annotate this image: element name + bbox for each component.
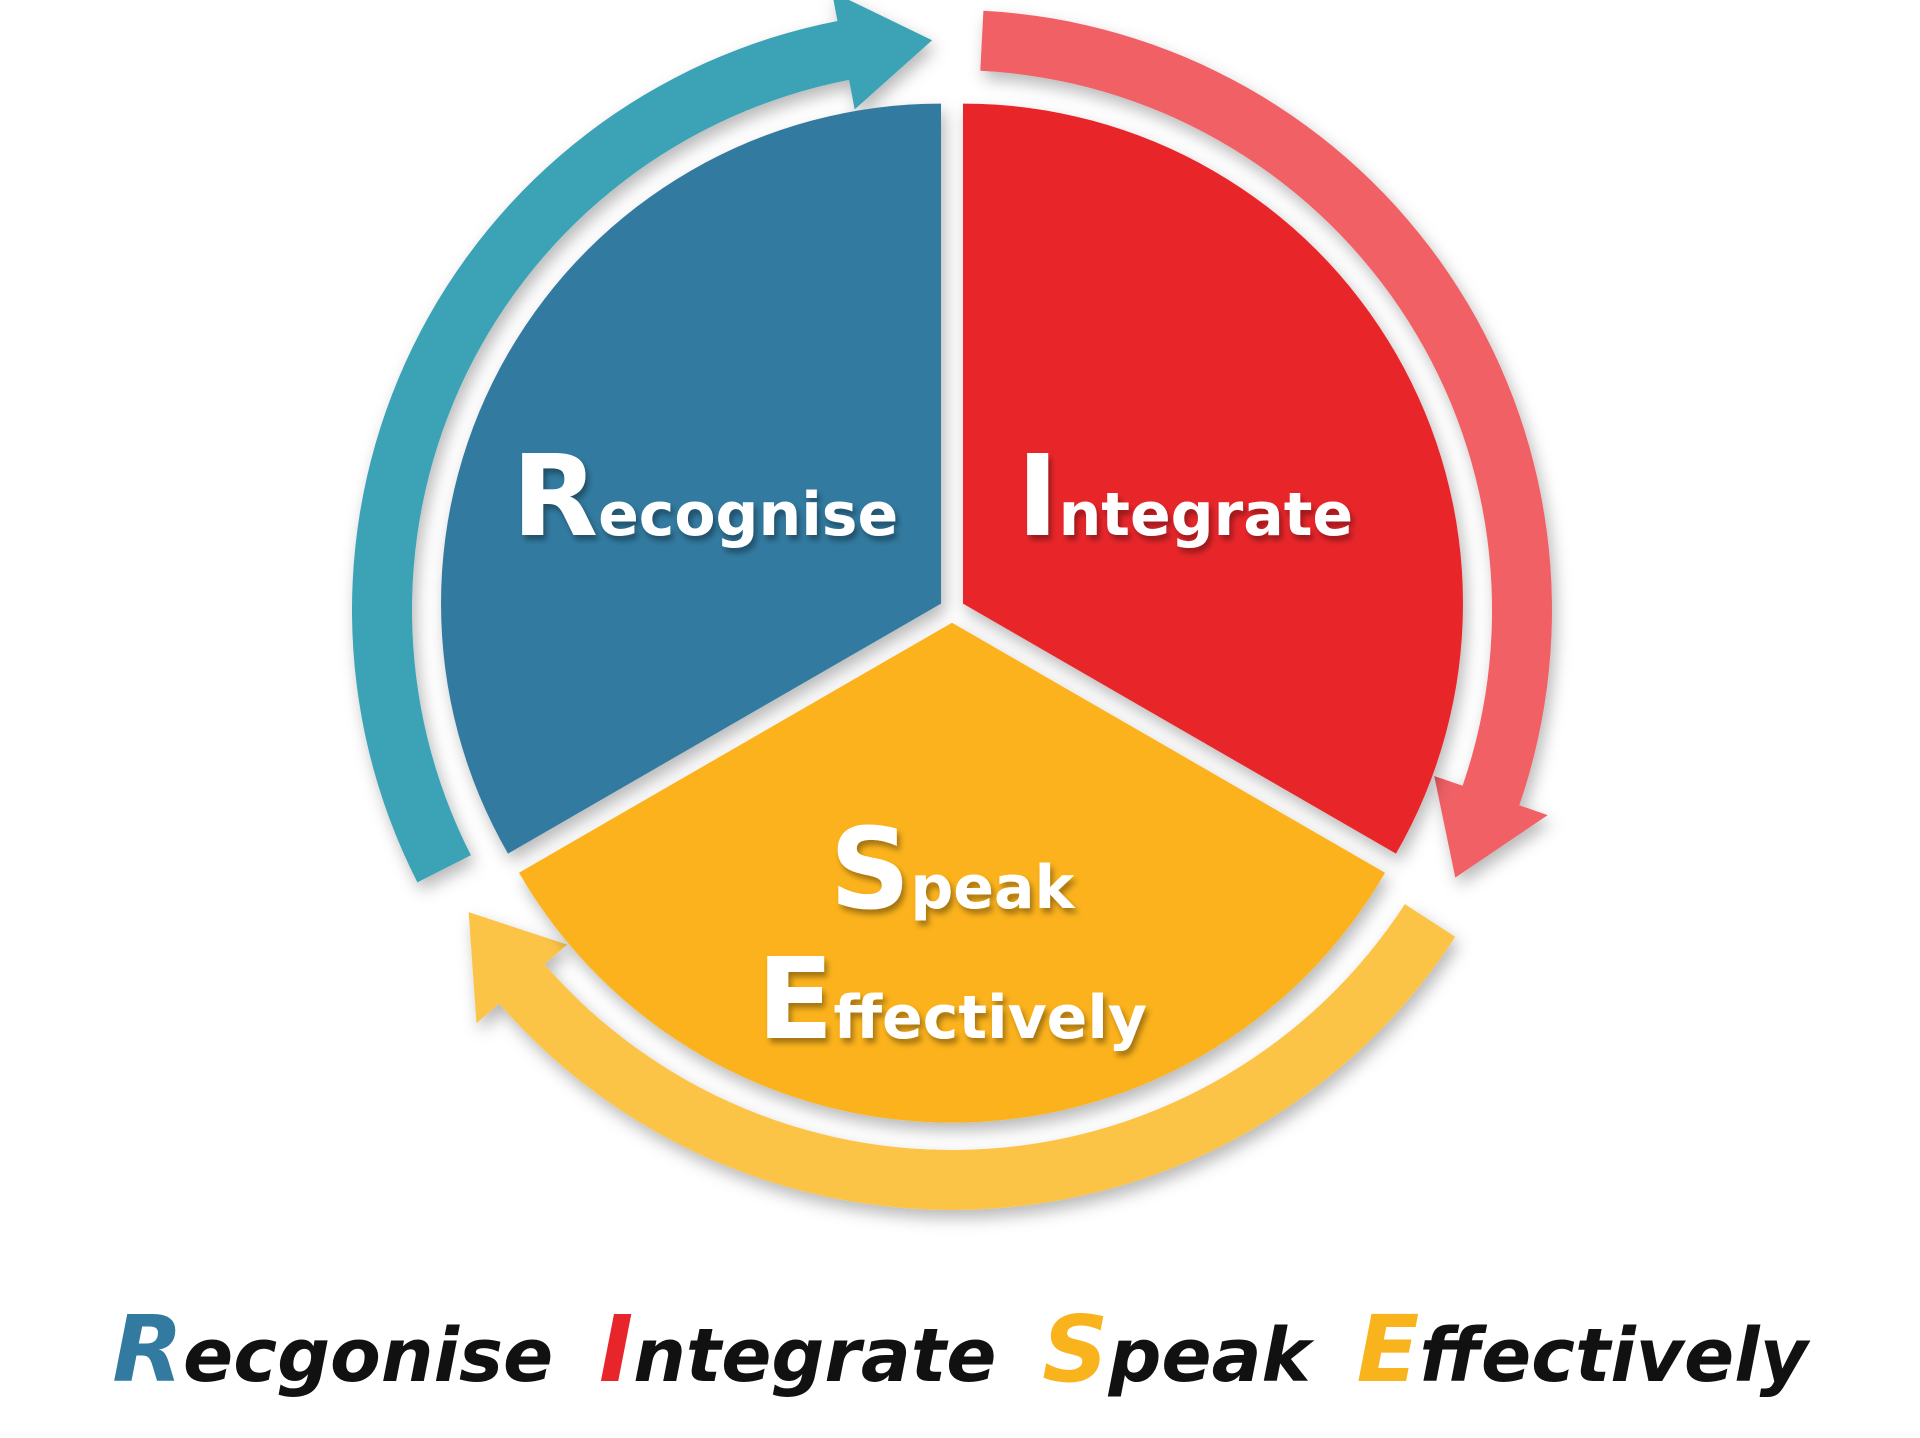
speak-rest: peak [910, 853, 1076, 923]
caption-word-effectively: Effectively [1357, 1296, 1808, 1403]
integrate-cycle-arrow [980, 10, 1552, 878]
caption-rest-speak: peak [1108, 1313, 1311, 1399]
caption-rest-integrate: ntegrate [633, 1313, 997, 1399]
caption-word-integrate: Integrate [599, 1296, 997, 1403]
integrate-initial: I [1017, 432, 1059, 562]
caption-initial-e: E [1356, 1296, 1420, 1403]
caption-rest-effectively: ffectively [1419, 1313, 1808, 1399]
effectively-initial: E [757, 935, 834, 1065]
effectively-rest: ffectively [833, 983, 1147, 1053]
recognise-cycle-arrow [351, 0, 933, 883]
caption-word-recognise: Recgonise [112, 1296, 554, 1403]
speak-effectively-segment [519, 622, 1385, 1123]
acronym-caption: Recgonise Integrate Speak Effectively [0, 1296, 1920, 1403]
speak-initial: S [830, 805, 911, 935]
integrate-segment [963, 103, 1463, 854]
caption-initial-i: I [598, 1296, 634, 1403]
recognise-rest: ecognise [598, 480, 898, 550]
recognise-segment [441, 103, 941, 854]
recognise-initial: R [512, 432, 598, 562]
caption-initial-r: R [112, 1296, 184, 1403]
speak-label: Speak [830, 805, 1077, 935]
effectively-label: Effectively [757, 935, 1147, 1065]
recognise-label: Recognise [512, 432, 898, 562]
speak-effectively-cycle-arrow [468, 904, 1456, 1210]
caption-word-speak: Speak [1042, 1296, 1311, 1403]
integrate-rest: ntegrate [1059, 480, 1354, 550]
integrate-label: Integrate [1017, 432, 1353, 562]
caption-initial-s: S [1042, 1296, 1109, 1403]
caption-rest-recognise: ecgonise [183, 1313, 554, 1399]
